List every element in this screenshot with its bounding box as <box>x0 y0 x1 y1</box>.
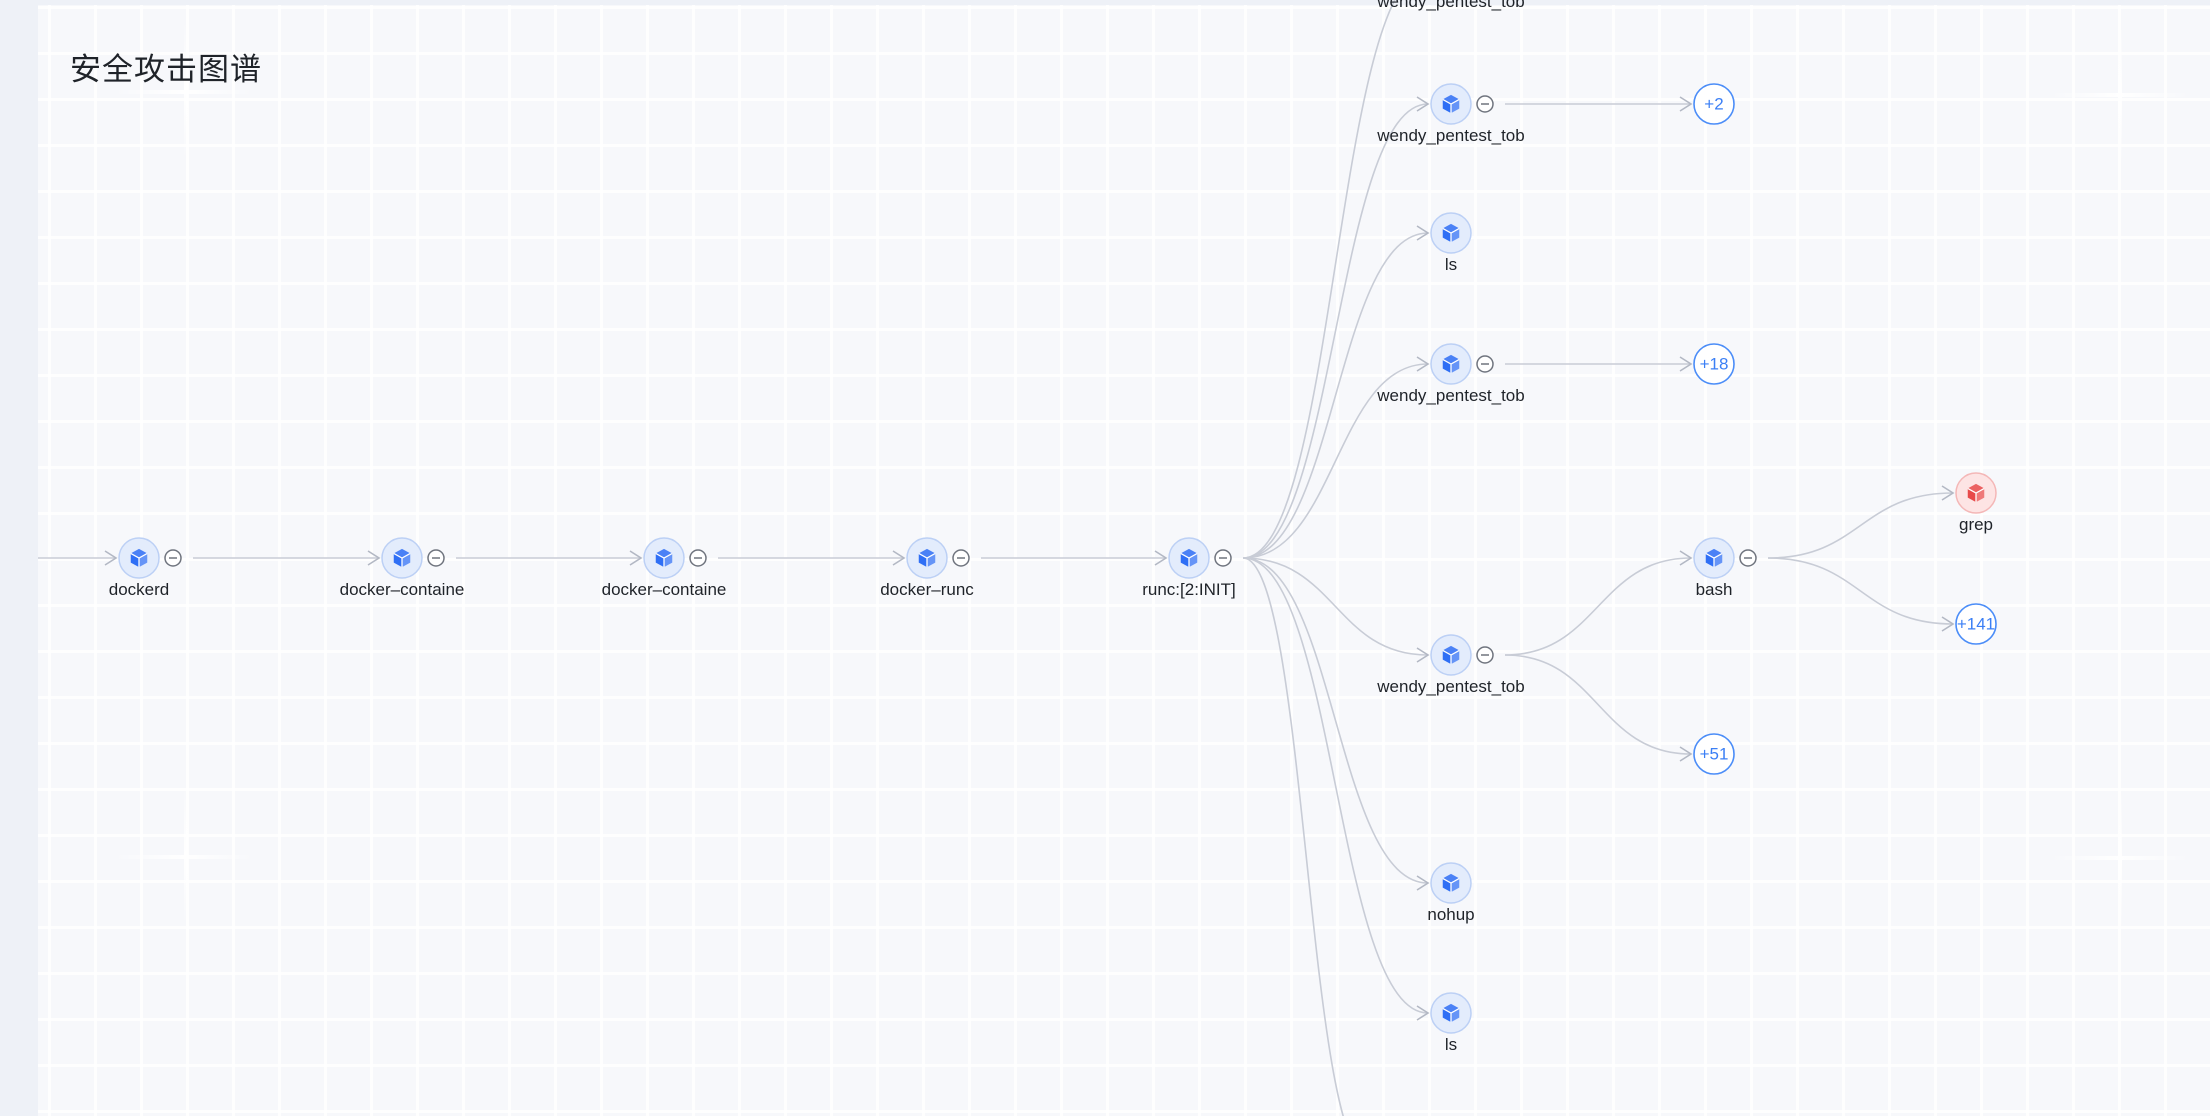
node-label: bash <box>1696 580 1733 599</box>
collapse-toggle-icon[interactable] <box>427 549 445 567</box>
edge-arrow <box>104 550 118 566</box>
edge-arrow <box>1416 875 1430 891</box>
edge-arrow <box>1416 356 1430 372</box>
graph-edge <box>1242 363 1429 559</box>
graph-edge <box>1242 0 1396 559</box>
count-circle <box>1693 343 1735 385</box>
node-label: ls <box>1445 255 1457 274</box>
graph-edges <box>38 0 1955 1116</box>
node-label: ls <box>1445 1035 1457 1054</box>
process-node-wp-top[interactable]: wendy_pentest_tob <box>1376 0 1524 11</box>
process-node-docker-containe-1[interactable]: docker–containe <box>340 537 465 599</box>
edge-arrow <box>1679 356 1693 372</box>
collapse-toggle-icon[interactable] <box>1476 646 1494 664</box>
canvas-top-border <box>38 0 2210 5</box>
node-label: docker–containe <box>340 580 465 599</box>
count-label: +51 <box>1700 745 1729 764</box>
edge-arrow <box>1679 746 1693 762</box>
graph-edge <box>1767 492 1954 559</box>
process-node-runc-init[interactable]: runc:[2:INIT] <box>1142 537 1236 599</box>
count-label: +141 <box>1957 615 1995 634</box>
expand-count-badge[interactable]: +141 <box>1955 603 1997 645</box>
node-label: docker–containe <box>602 580 727 599</box>
collapse-toggle-icon[interactable] <box>1476 95 1494 113</box>
edge-arrow <box>629 550 643 566</box>
process-node-wp-2[interactable]: wendy_pentest_tob <box>1376 343 1525 405</box>
graph-edge <box>1242 557 1345 1116</box>
process-node-bash[interactable]: bash <box>1693 537 1757 599</box>
process-node-wp-3[interactable]: wendy_pentest_tob <box>1376 634 1525 696</box>
decor-sparkle <box>2050 856 2190 860</box>
collapse-toggle-icon[interactable] <box>1739 549 1757 567</box>
edge-arrow <box>1416 96 1430 112</box>
expand-count-badge[interactable]: +51 <box>1693 733 1735 775</box>
graph-edge <box>1242 557 1429 1014</box>
node-label: grep <box>1959 515 1993 534</box>
graph-edge <box>1767 557 1954 625</box>
edge-arrow <box>1941 616 1955 632</box>
node-label: dockerd <box>109 580 169 599</box>
node-label: docker–runc <box>880 580 974 599</box>
edge-arrow <box>1416 647 1430 663</box>
graph-edge <box>1242 557 1429 656</box>
edge-arrow <box>1679 96 1693 112</box>
expand-count-badge[interactable]: +18 <box>1693 343 1735 385</box>
collapse-toggle-icon[interactable] <box>952 549 970 567</box>
edge-arrow <box>1416 1005 1430 1021</box>
graph-edge <box>1242 103 1429 559</box>
edge-arrow <box>1416 225 1430 241</box>
expand-count-badge[interactable]: +2 <box>1693 83 1735 125</box>
process-node-wp-1[interactable]: wendy_pentest_tob <box>1376 83 1525 145</box>
edge-arrow <box>892 550 906 566</box>
edge-arrow <box>1679 550 1693 566</box>
graph-edge <box>1504 557 1692 656</box>
node-label: runc:[2:INIT] <box>1142 580 1236 599</box>
node-label: wendy_pentest_tob <box>1376 386 1524 405</box>
graph-edge <box>1242 557 1429 884</box>
count-label: +2 <box>1704 95 1723 114</box>
attack-graph[interactable]: dockerd docker–containe docker–containe doc… <box>38 0 2210 1116</box>
graph-canvas[interactable]: dockerd docker–containe docker–containe doc… <box>38 0 2210 1116</box>
decor-sparkle <box>114 90 254 94</box>
graph-edge <box>1504 654 1692 755</box>
decor-sparkle <box>2118 790 2122 930</box>
process-node-docker-runc[interactable]: docker–runc <box>880 537 974 599</box>
page-title: 安全攻击图谱 <box>70 52 262 88</box>
process-node-grep[interactable]: grep <box>1955 472 1997 534</box>
count-label: +18 <box>1700 355 1729 374</box>
collapse-toggle-icon[interactable] <box>164 549 182 567</box>
process-node-ls-1[interactable]: ls <box>1430 212 1472 274</box>
node-label: wendy_pentest_tob <box>1376 0 1524 11</box>
graph-edge <box>1242 232 1429 559</box>
process-node-dockerd[interactable]: dockerd <box>109 537 182 599</box>
edge-arrow <box>1154 550 1168 566</box>
node-label: wendy_pentest_tob <box>1376 126 1524 145</box>
node-label: nohup <box>1427 905 1474 924</box>
decor-sparkle <box>114 855 254 859</box>
count-circle <box>1693 733 1735 775</box>
collapse-toggle-icon[interactable] <box>1214 549 1232 567</box>
graph-nodes: dockerd docker–containe docker–containe doc… <box>109 0 1997 1054</box>
decor-sparkle <box>2050 93 2190 97</box>
process-node-docker-containe-2[interactable]: docker–containe <box>602 537 727 599</box>
edge-arrow <box>367 550 381 566</box>
edge-arrow <box>1941 485 1955 501</box>
process-node-nohup[interactable]: nohup <box>1427 862 1475 924</box>
left-rail <box>0 0 38 1116</box>
count-circle <box>1693 83 1735 125</box>
node-label: wendy_pentest_tob <box>1376 677 1524 696</box>
collapse-toggle-icon[interactable] <box>689 549 707 567</box>
count-circle <box>1955 603 1997 645</box>
collapse-toggle-icon[interactable] <box>1476 355 1494 373</box>
process-node-ls-2[interactable]: ls <box>1430 992 1472 1054</box>
